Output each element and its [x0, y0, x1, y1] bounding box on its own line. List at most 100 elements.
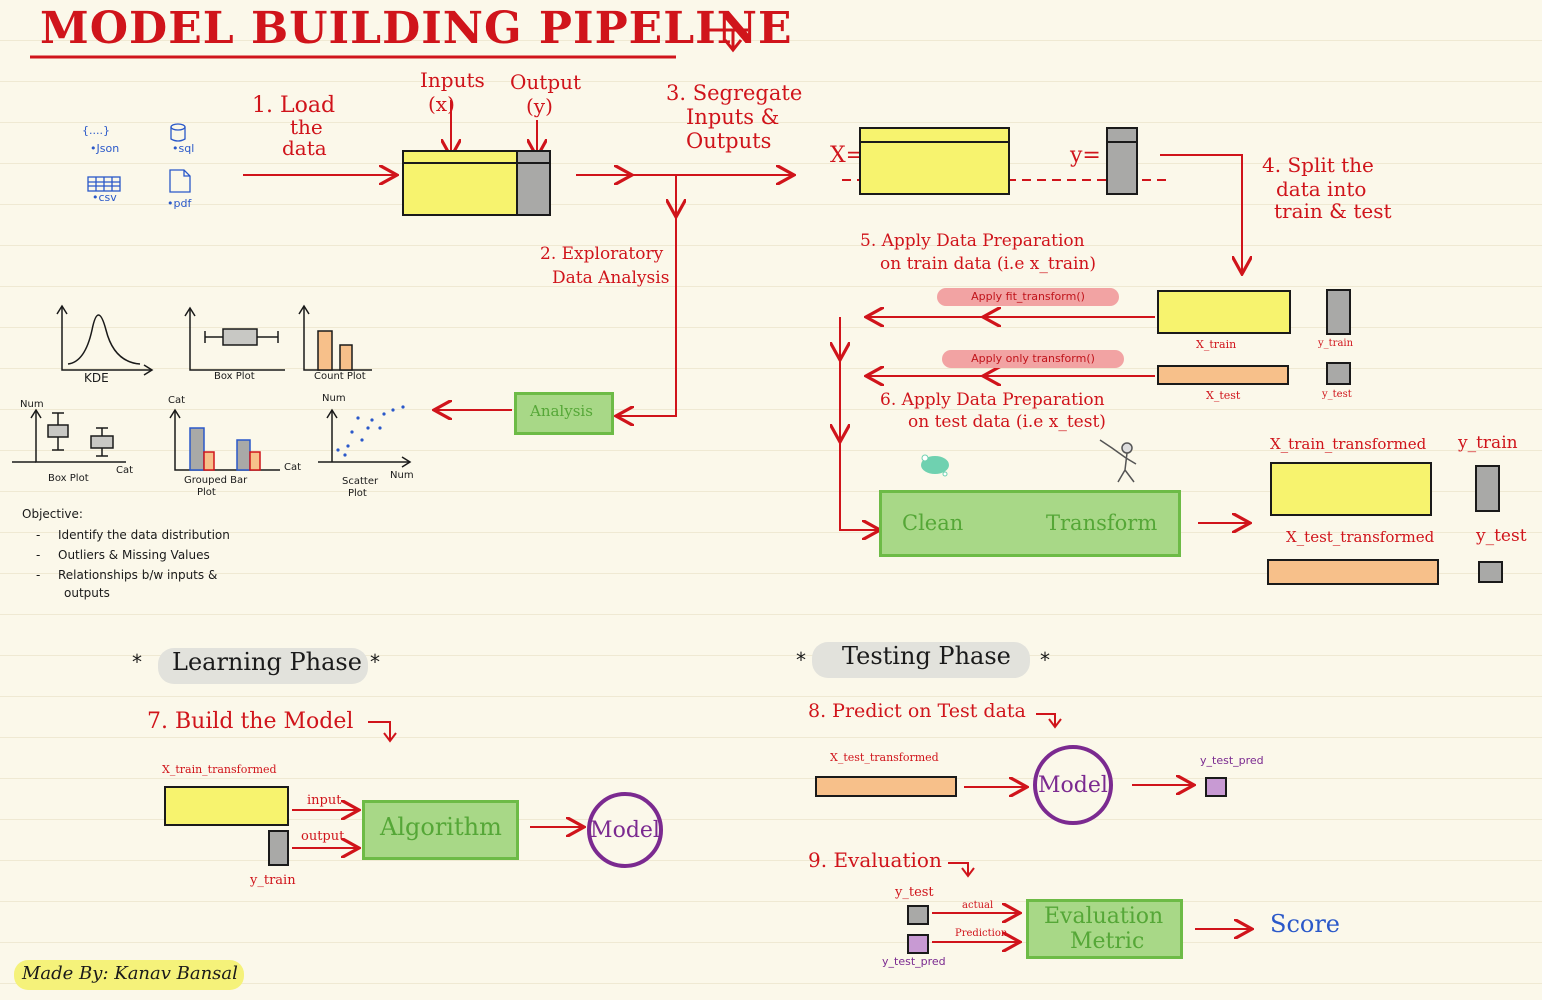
output-label-1: Output [510, 70, 582, 94]
y-train-label: y_train [1318, 338, 1354, 349]
segregate-2: Inputs & [686, 105, 780, 129]
analysis-label: Analysis [530, 402, 593, 420]
testing-star-right: * [1040, 648, 1050, 672]
grouped-bar-3 [236, 439, 251, 471]
eda-arrow [618, 175, 677, 416]
footer-highlight [14, 960, 244, 990]
eval-y-test-label: y_test [895, 885, 934, 900]
testing-x-box [815, 776, 957, 797]
count-axes [303, 306, 372, 371]
grouped-bar-1 [189, 427, 205, 471]
eda-1: 2. Exploratory [540, 244, 664, 264]
prep-train-2: on train data (i.e x_train) [880, 254, 1096, 274]
dataset-output-box [516, 150, 551, 216]
evaluation-step: 9. Evaluation [808, 848, 942, 872]
x-test-box [1157, 365, 1289, 385]
build-down-arrow [368, 721, 391, 740]
box-plot-2-label: Box Plot [48, 473, 89, 484]
page-title: MODEL BUILDING PIPELINE [40, 3, 793, 54]
sql-db-icon [170, 123, 186, 131]
y-train-right-box [1475, 465, 1500, 512]
sql-label: •sql [172, 142, 195, 155]
y-test-right-box [1478, 561, 1503, 583]
evaluation-metric-label-1: Evaluation [1044, 904, 1164, 929]
segregate-3: Outputs [686, 129, 772, 153]
count-bar-2 [339, 344, 353, 371]
testing-star-left: * [796, 648, 806, 672]
analysis-box [514, 392, 614, 435]
x-test-transformed-box [1267, 559, 1439, 585]
count-bar-1 [317, 330, 333, 371]
build-model-step: 7. Build the Model [147, 709, 354, 734]
algorithm-label: Algorithm [380, 813, 502, 841]
inputs-label-1: Inputs [420, 68, 485, 92]
y-header-line [1108, 141, 1136, 143]
x-train-transformed-label: X_train_transformed [1270, 435, 1427, 453]
testing-x-label: X_test_transformed [830, 751, 939, 764]
pdf-file-icon [169, 169, 191, 193]
output-label: output [301, 829, 345, 844]
soap-icon [921, 454, 949, 477]
actual-label: actual [962, 900, 994, 911]
learning-star-left: * [132, 650, 142, 674]
eval-y-test-box [907, 905, 929, 925]
algorithm-box [362, 800, 519, 860]
output-label-2: (y) [526, 94, 553, 118]
evaluation-metric-label-2: Metric [1070, 929, 1145, 954]
learning-y-box [268, 830, 289, 866]
split-2: data into [1276, 177, 1367, 201]
num-label-2: Num [322, 393, 346, 404]
dataset-inputs-box [402, 150, 518, 216]
x-equals-label: X= [830, 143, 865, 168]
y-train-right-label: y_train [1458, 433, 1518, 453]
learning-x-label: X_train_transformed [162, 763, 277, 776]
json-label: {....} [82, 124, 110, 137]
json-ext: •Json [90, 142, 120, 155]
grouped-label-2: Plot [197, 487, 216, 498]
x-test-label: X_test [1206, 389, 1241, 402]
clean-transform-box [879, 490, 1181, 557]
scatter-points [336, 405, 405, 457]
objective-item-4: outputs [64, 586, 110, 600]
y-test-right-label: y_test [1476, 526, 1527, 546]
objective-item-3: Relationships b/w inputs & [58, 568, 218, 582]
prep-vertical [839, 317, 878, 530]
y-equals-label: y= [1070, 143, 1101, 168]
footer-credit: Made By: Kanav Bansal [22, 963, 238, 984]
num-label-1: Num [20, 399, 44, 410]
testing-phase-title: Testing Phase [842, 642, 1011, 670]
scatter-label-1: Scatter [342, 476, 379, 487]
eda-plot-drawings [12, 304, 412, 471]
objective-dash-1: - [36, 528, 41, 542]
objective-item-2: Outliers & Missing Values [58, 548, 210, 562]
x-train-transformed-box [1270, 462, 1432, 516]
fencer-icon [1099, 439, 1137, 483]
objective-item-1: Identify the data distribution [58, 528, 230, 542]
predict-down-arrow [1036, 713, 1056, 726]
learning-phase-highlight [158, 648, 368, 684]
transform-only-pill: Apply only transform() [942, 350, 1124, 368]
box-plot-label: Box Plot [214, 371, 255, 382]
csv-label: •csv [92, 191, 117, 204]
x-data-box [859, 127, 1010, 195]
x-train-label: X_train [1196, 338, 1237, 351]
title-down-arrow [706, 28, 748, 48]
grouped-label-1: Grouped Bar [184, 475, 248, 486]
fit-transform-pill: Apply fit_transform() [937, 288, 1119, 306]
kde-label: KDE [84, 371, 109, 385]
testing-model-circle: Model [1033, 745, 1113, 825]
prediction-label: Prediction [955, 928, 1008, 939]
box-plot-box [222, 328, 258, 346]
load-step-3: data [282, 136, 327, 160]
scatter-axes [318, 410, 410, 463]
input-label: input [307, 793, 342, 808]
split-3: train & test [1274, 199, 1392, 223]
clean-label: Clean [902, 511, 964, 535]
grouped-bar-2 [203, 451, 215, 471]
x-test-transformed-label: X_test_transformed [1286, 528, 1435, 546]
grouped-bar-4 [249, 451, 261, 471]
testing-phase-highlight [812, 642, 1030, 678]
objective-dash-3: - [36, 568, 41, 582]
eval-y-pred-label: y_test_pred [882, 955, 946, 968]
learning-star-right: * [370, 650, 380, 674]
